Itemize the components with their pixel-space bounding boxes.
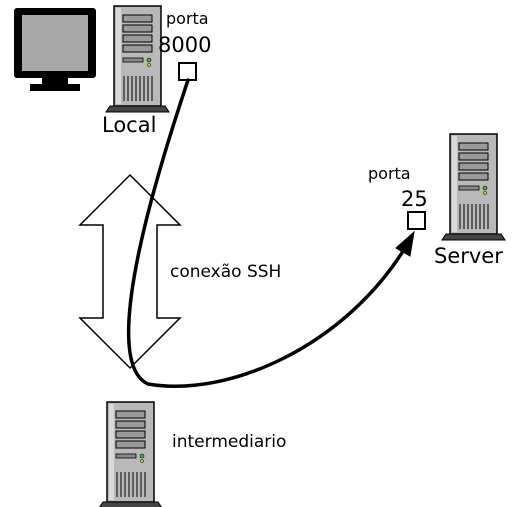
intermediate-tower-icon (98, 401, 163, 507)
local-port-number: 8000 (158, 33, 212, 57)
local-tower-icon (105, 5, 170, 113)
ssh-double-arrow (78, 173, 182, 370)
local-port-caption: porta (166, 9, 209, 28)
ssh-connection-label: conexão SSH (170, 262, 282, 282)
server-port-box (407, 211, 426, 230)
local-label: Local (102, 113, 157, 137)
tunnel-arrowhead (395, 230, 415, 257)
intermediate-label: intermediario (172, 432, 287, 452)
tunnel-curve (126, 78, 407, 388)
server-port-caption: porta (368, 164, 411, 183)
server-label: Server (434, 244, 503, 268)
local-port-box (178, 62, 197, 81)
server-port-number: 25 (401, 187, 428, 211)
monitor-icon (14, 8, 96, 91)
server-tower-icon (441, 133, 506, 241)
